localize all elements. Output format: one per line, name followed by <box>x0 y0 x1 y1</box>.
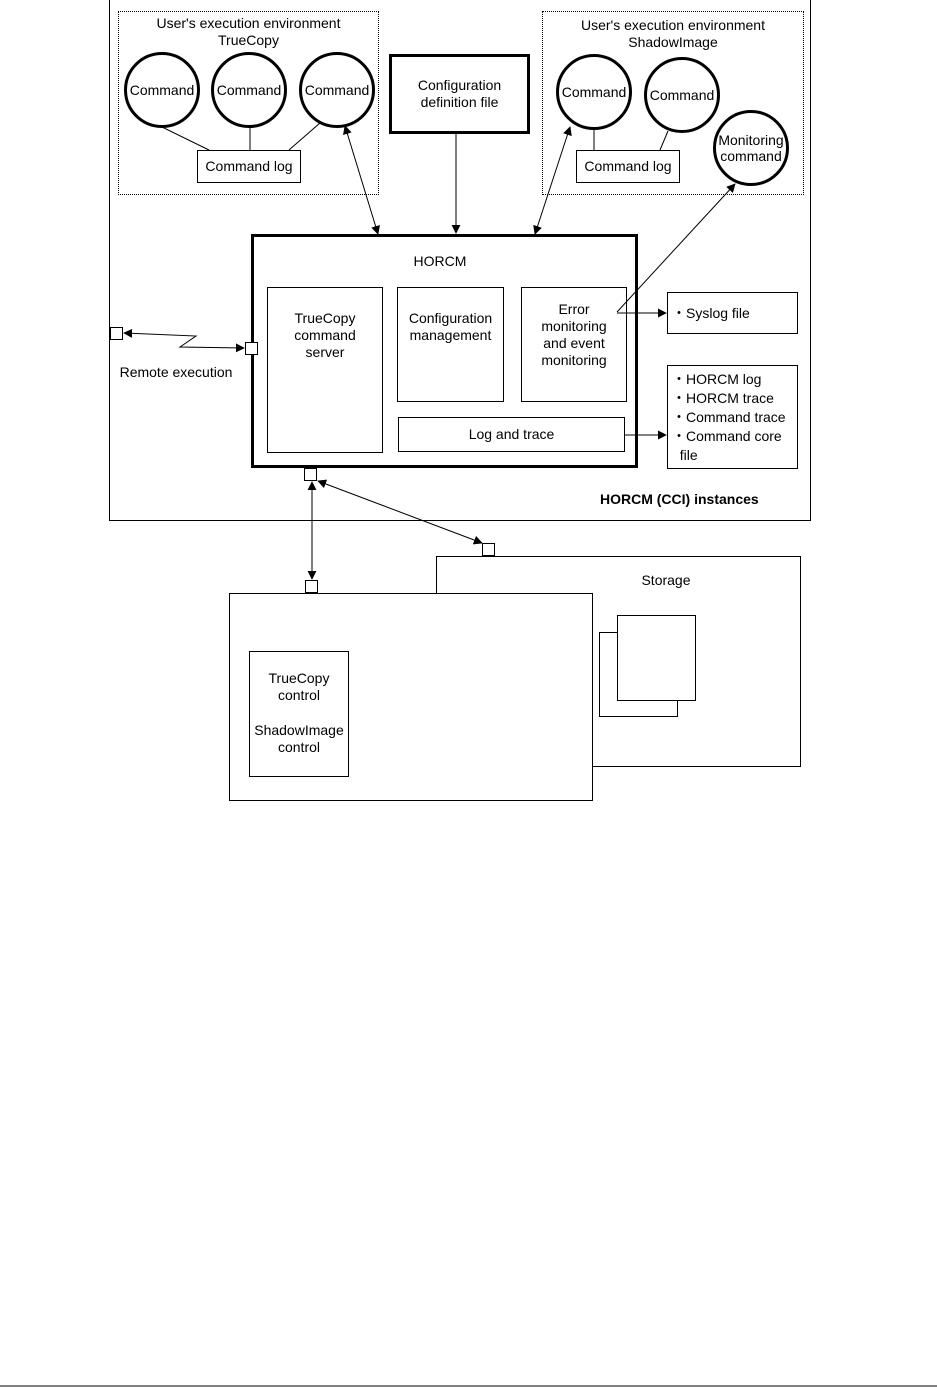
arrow-horcm-storage <box>317 479 483 545</box>
horcm-left-port <box>245 342 258 355</box>
truecopy-command-3: Command <box>299 52 375 128</box>
error-event-monitoring: Error monitoring and event monitoring <box>521 287 627 402</box>
logs-list-item-command-trace: ・Command trace <box>672 409 786 425</box>
log-and-trace: Log and trace <box>398 417 625 452</box>
syslog-file: ・Syslog file <box>667 292 798 334</box>
configuration-management: Configuration management <box>397 287 504 402</box>
error-mon-line3: and event <box>543 335 605 351</box>
link-si-cmd2-log <box>659 130 669 151</box>
shadowimage-env-title: User's execution environment ShadowImage <box>542 17 804 51</box>
storage-label: Storage <box>641 572 691 588</box>
truecopy-env-title-line2: TrueCopy <box>218 32 279 48</box>
config-file-line2: definition file <box>420 94 499 110</box>
si-control-line1: ShadowImage <box>254 722 344 738</box>
horcm-bottom-port <box>304 468 317 481</box>
shadowimage-command-1: Command <box>556 54 632 130</box>
storage-volume-front <box>617 615 696 701</box>
error-mon-line4: monitoring <box>541 352 607 368</box>
truecopy-command-server: TrueCopy command server <box>267 287 383 453</box>
si-control-line2: control <box>277 739 321 755</box>
config-mgmt-line1: Configuration <box>408 310 493 326</box>
tc-server-line2: command <box>294 327 356 343</box>
arrow-tc-command-horcm <box>343 125 380 235</box>
config-mgmt-line2: management <box>409 327 492 343</box>
truecopy-env-title-line1: User's execution environment <box>156 15 341 31</box>
control-box: TrueCopy control ShadowImage control <box>249 651 349 777</box>
horcm-instances-label: HORCM (CCI) instances <box>600 491 759 507</box>
controller-port <box>305 580 318 593</box>
tc-control-line1: TrueCopy <box>268 670 330 686</box>
tc-control-line2: control <box>277 687 321 703</box>
shadowimage-env-title-line2: ShadowImage <box>628 34 718 50</box>
monitoring-command-line1: Monitoring <box>718 132 784 148</box>
tc-server-line1: TrueCopy <box>294 310 356 326</box>
arrow-si-command-horcm <box>533 126 572 235</box>
link-cmd1-log <box>161 126 210 151</box>
monitoring-command: Monitoring command <box>713 110 789 186</box>
truecopy-env-title: User's execution environment TrueCopy <box>118 15 379 49</box>
logs-list: ・HORCM log ・HORCM trace ・Command trace ・… <box>667 365 798 469</box>
arrow-monitor-command <box>616 183 736 313</box>
shadowimage-command-2: Command <box>644 57 720 133</box>
horcm-title: HORCM <box>413 253 467 269</box>
shadowimage-command-log: Command log <box>576 150 680 183</box>
remote-execution-label: Remote execution <box>119 364 233 380</box>
truecopy-command-2: Command <box>211 52 287 128</box>
truecopy-command-1: Command <box>124 52 200 128</box>
logs-list-item-command-core: ・Command core <box>672 428 782 444</box>
arrow-remote <box>123 328 245 353</box>
logs-list-item-file: file <box>672 447 698 463</box>
truecopy-command-log: Command log <box>197 150 301 183</box>
tc-server-line3: server <box>305 344 345 360</box>
storage-port <box>482 543 495 556</box>
monitoring-command-line2: command <box>720 148 782 164</box>
logs-list-item-horcm-log: ・HORCM log <box>672 371 762 387</box>
error-mon-line1: Error <box>558 301 590 317</box>
config-definition-file: Configuration definition file <box>389 54 530 134</box>
shadowimage-env-frame <box>542 11 804 195</box>
logs-list-item-horcm-trace: ・HORCM trace <box>672 390 774 406</box>
remote-port <box>110 327 123 340</box>
shadowimage-env-title-line1: User's execution environment <box>581 17 765 33</box>
error-mon-line2: monitoring <box>541 318 607 334</box>
link-cmd3-log <box>288 122 321 151</box>
config-file-line1: Configuration <box>417 77 502 93</box>
truecopy-env-frame <box>118 11 379 195</box>
